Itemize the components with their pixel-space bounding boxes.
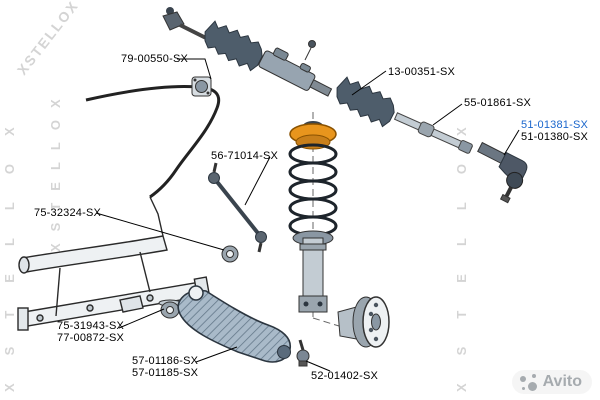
part-number-label: 77-00872-SX <box>57 332 125 344</box>
watermark-text: XSTELLOX <box>14 0 82 78</box>
part-number-label: 75-32324-SX <box>34 207 102 219</box>
wheel-hub-illustration <box>337 296 390 348</box>
part-number-link-highlighted[interactable]: 51-01381-SX <box>521 119 589 131</box>
part-number-label: 51-01380-SX <box>521 131 589 143</box>
inner-tie-rod-illustration <box>393 112 473 154</box>
subframe-illustration <box>17 196 211 331</box>
ball-joint-illustration <box>296 339 310 367</box>
avito-watermark: Avito <box>511 370 592 394</box>
part-number-label: 57-01185-SX <box>132 367 199 379</box>
stabilizer-link-illustration <box>208 162 267 253</box>
avito-logo-icon <box>519 373 537 391</box>
control-arm-illustration <box>177 285 292 363</box>
leader-lines <box>95 58 520 372</box>
part-number-label: 57-01186-SX <box>132 355 199 367</box>
part-number-label: 56-71014-SX <box>211 150 279 162</box>
tie-rod-end-illustration <box>477 141 528 204</box>
stabilizer-bar-illustration <box>85 76 221 199</box>
bushing-illustration <box>158 299 182 319</box>
watermark-text: XSTELLOX <box>2 99 17 392</box>
steering-rack-illustration <box>162 7 528 204</box>
part-number-label: 75-31943-SX <box>57 320 125 332</box>
part-number-label: 79-00550-SX <box>121 53 189 65</box>
coil-spring-strut-illustration <box>288 112 353 331</box>
watermark-text: XSTELLOX <box>454 99 469 392</box>
bushing-illustration <box>221 245 239 263</box>
avito-watermark-label: Avito <box>542 373 582 390</box>
part-number-label: 55-01861-SX <box>464 97 532 109</box>
watermark-text: XSTELLOX <box>48 87 63 252</box>
part-number-label: 52-01402-SX <box>311 370 379 382</box>
part-number-label: 13-00351-SX <box>388 66 456 78</box>
